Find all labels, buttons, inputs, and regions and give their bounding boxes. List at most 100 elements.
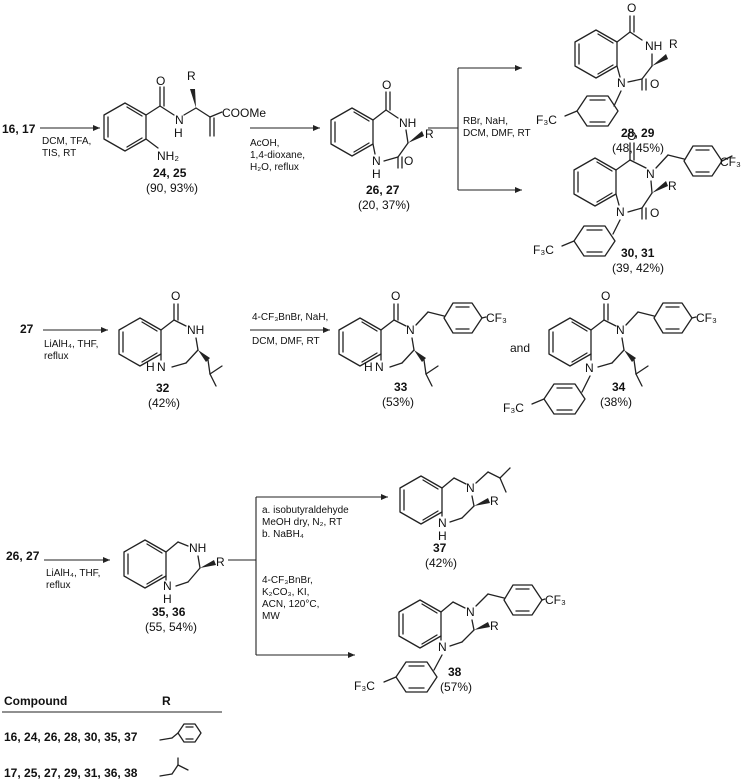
atom-h-lower: H	[438, 529, 447, 543]
atom-n: N	[175, 113, 184, 127]
atom-f3c: F₃C	[503, 401, 524, 415]
step2-conditions-line1: AcOH,	[250, 138, 279, 149]
structure-24-25: NH₂ O N H R COOMe	[103, 69, 266, 163]
atom-n: N	[372, 154, 381, 168]
yield-28-29: (48, 45%)	[612, 141, 664, 155]
r-group-benzyl	[159, 723, 202, 743]
yield-37: (42%)	[425, 556, 457, 570]
atom-o-top: O	[627, 129, 636, 143]
atom-o: O	[156, 74, 165, 88]
atom-r: R	[490, 619, 499, 633]
path-b-conditions-line1: 4-CF₃BnBr,	[262, 575, 313, 586]
path-a-conditions-line2: MeOH dry, N₂, RT	[262, 517, 342, 528]
structure-33: O N CF₃ N H	[338, 289, 507, 387]
path-b-conditions-line2: K₂CO₃, KI,	[262, 587, 309, 598]
structure-37: N R N H	[399, 467, 511, 543]
atom-nh2: NH₂	[157, 149, 179, 163]
atom-r: R	[425, 127, 434, 141]
step2-conditions-line2: 1,4-dioxane,	[250, 150, 305, 161]
atom-h-lower: H	[364, 360, 373, 374]
table-header-compound: Compound	[4, 694, 67, 708]
row2-step2-conditions-line1: 4-CF₃BnBr, NaH,	[252, 312, 328, 323]
yield-24-25: (90, 93%)	[146, 181, 198, 195]
atom-n: N	[617, 76, 626, 90]
atom-h: H	[372, 167, 381, 181]
step1-conditions-line2: TIS, RT	[42, 148, 76, 159]
step3-conditions-line2: DCM, DMF, RT	[463, 128, 531, 139]
table-header-r: R	[162, 694, 171, 708]
label-24-25: 24, 25	[153, 166, 187, 180]
row2-step2-conditions-line2: DCM, DMF, RT	[252, 336, 320, 347]
atom-o: O	[171, 289, 180, 303]
and-text: and	[510, 341, 530, 355]
atom-n-lower: N	[375, 360, 384, 374]
atom-n-upper: N	[466, 605, 475, 619]
label-28-29: 28, 29	[621, 126, 655, 140]
label-32: 32	[156, 381, 170, 395]
row3-step1-conditions-line1: LiAlH₄, THF,	[46, 568, 100, 579]
structure-32: O NH N H	[118, 289, 223, 387]
step3-conditions-line1: RBr, NaH,	[463, 116, 508, 127]
yield-32: (42%)	[148, 396, 180, 410]
atom-f3c: F₃C	[536, 113, 557, 127]
atom-f3c: F₃C	[354, 679, 375, 693]
yield-26-27: (20, 37%)	[358, 198, 410, 212]
atom-r: R	[490, 494, 499, 508]
yield-33: (53%)	[382, 395, 414, 409]
atom-n-lower: N	[157, 360, 166, 374]
atom-h-lower: H	[163, 592, 172, 606]
label-26-27: 26, 27	[366, 183, 400, 197]
label-37: 37	[433, 541, 447, 555]
atom-o-top: O	[627, 1, 636, 15]
path-b-conditions-line4: MW	[262, 611, 280, 622]
atom-nh: NH	[645, 39, 662, 53]
label-34: 34	[612, 380, 626, 394]
atom-r: R	[669, 37, 678, 51]
label-33: 33	[394, 380, 408, 394]
yield-34: (38%)	[600, 395, 632, 409]
structure-34: O N CF₃ N F₃C	[503, 289, 717, 415]
atom-n-upper: N	[646, 167, 655, 181]
atom-o-bottom: O	[404, 154, 413, 168]
yield-30-31: (39, 42%)	[612, 261, 664, 275]
row2-step1-conditions-line2: reflux	[44, 351, 68, 362]
yield-38: (57%)	[440, 680, 472, 694]
atom-n-lower: N	[616, 205, 625, 219]
atom-h: H	[174, 126, 183, 140]
structure-38: N CF₃ R N F₃C	[354, 584, 566, 693]
table-row-2-compounds: 17, 25, 27, 29, 31, 36, 38	[4, 766, 138, 780]
step1-conditions-line1: DCM, TFA,	[42, 136, 91, 147]
atom-o: O	[601, 289, 610, 303]
row2-step1-conditions-line1: LiAlH₄, THF,	[44, 339, 98, 350]
atom-n-upper: N	[616, 323, 625, 337]
atom-o-bottom: O	[650, 77, 659, 91]
step2-conditions-line3: H₂O, reflux	[250, 162, 299, 173]
structure-26-27: O NH R O N H	[330, 78, 434, 181]
structure-28-29: O NH R O N F₃C	[536, 1, 678, 127]
yield-35-36: (55, 54%)	[145, 620, 197, 634]
atom-nh: NH	[399, 116, 416, 130]
atom-n-upper: N	[406, 323, 415, 337]
path-b-conditions-line3: ACN, 120°C,	[262, 599, 319, 610]
atom-f3c: F₃C	[533, 243, 554, 257]
atom-n-lower: N	[585, 361, 594, 375]
atom-cf3: CF₃	[545, 593, 566, 607]
atom-r: R	[187, 69, 196, 83]
atom-o: O	[391, 289, 400, 303]
atom-cf3: CF₃	[486, 311, 507, 325]
start-label-16-17: 16, 17	[2, 122, 36, 136]
label-38: 38	[448, 665, 462, 679]
atom-r: R	[668, 179, 677, 193]
atom-cf3: CF₃	[720, 155, 741, 169]
atom-coome: COOMe	[222, 106, 266, 120]
atom-r: R	[216, 555, 225, 569]
start-label-26-27: 26, 27	[6, 549, 40, 563]
path-a-conditions-line3: b. NaBH₄	[262, 529, 304, 540]
atom-cf3: CF₃	[696, 311, 717, 325]
structure-30-31: O N CF₃ R O N F₃C	[533, 129, 741, 257]
atom-nh-upper: NH	[187, 323, 204, 337]
label-30-31: 30, 31	[621, 246, 655, 260]
row3-step1-conditions-line2: reflux	[46, 580, 70, 591]
start-label-27: 27	[20, 322, 34, 336]
